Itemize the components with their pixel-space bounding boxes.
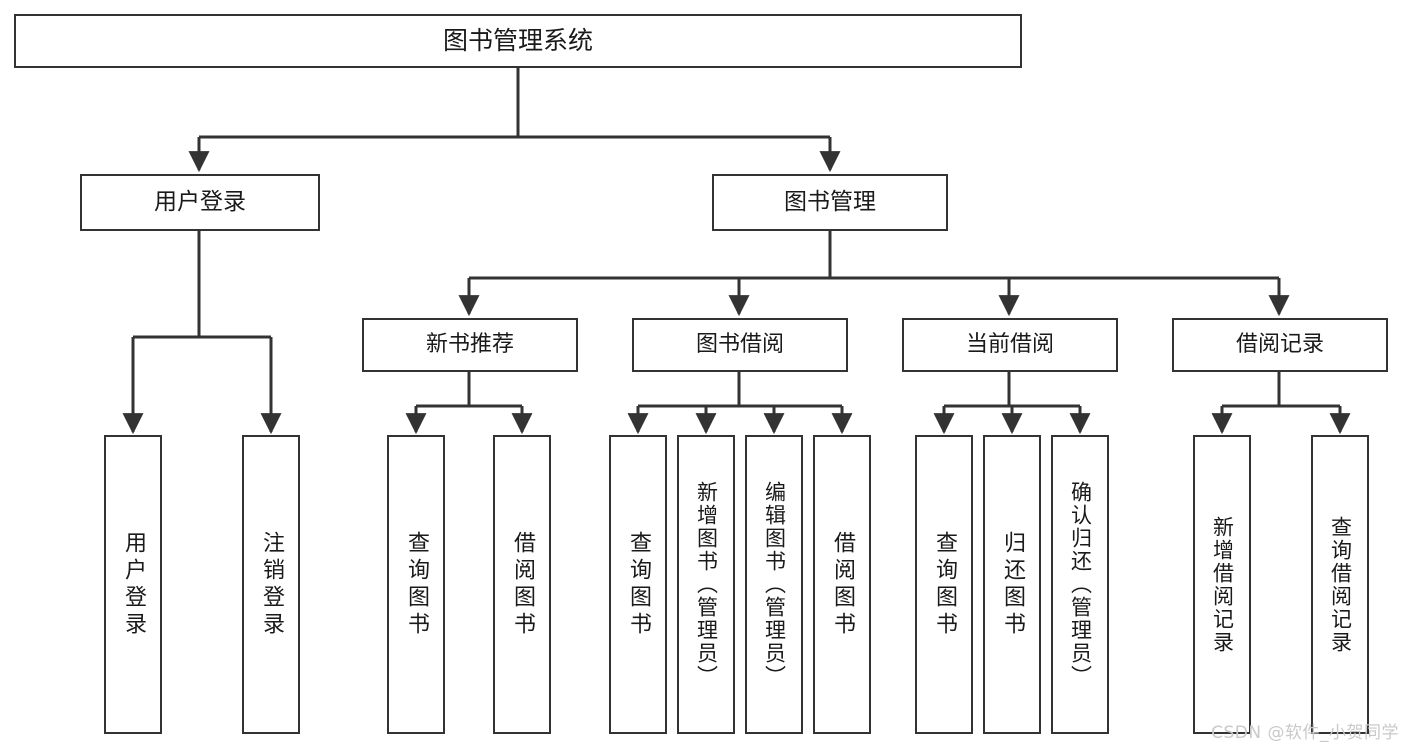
csdn-watermark: CSDN @软件_小贺同学 — [1211, 723, 1399, 743]
node-label: 查询图书 — [626, 530, 651, 639]
leaf-query-book-current[interactable]: 查询图书 — [915, 435, 973, 734]
node-borrow-record[interactable]: 借阅记录 — [1172, 318, 1388, 372]
node-user-login[interactable]: 用户登录 — [80, 174, 320, 231]
leaf-add-borrow-record[interactable]: 新增借阅记录 — [1193, 435, 1251, 734]
leaf-query-borrow-record[interactable]: 查询借阅记录 — [1311, 435, 1369, 734]
node-label: 新增借阅记录 — [1210, 515, 1235, 654]
leaf-borrow-book[interactable]: 借阅图书 — [813, 435, 871, 734]
node-label: 新书推荐 — [425, 332, 514, 358]
leaf-query-book-recommend[interactable]: 查询图书 — [387, 435, 445, 734]
leaf-edit-book-admin[interactable]: 编辑图书（管理员） — [745, 435, 803, 734]
leaf-user-logout[interactable]: 注销登录 — [242, 435, 300, 734]
node-book-borrow[interactable]: 图书借阅 — [632, 318, 848, 372]
node-label: 借阅图书 — [510, 530, 535, 639]
node-new-book-recommend[interactable]: 新书推荐 — [362, 318, 578, 372]
node-current-borrow[interactable]: 当前借阅 — [902, 318, 1118, 372]
leaf-borrow-book-recommend[interactable]: 借阅图书 — [493, 435, 551, 734]
node-label: 用户登录 — [154, 188, 246, 215]
node-label: 查询图书 — [932, 530, 957, 639]
node-label: 借阅图书 — [830, 530, 855, 639]
leaf-query-book-borrow[interactable]: 查询图书 — [609, 435, 667, 734]
node-label: 图书管理系统 — [442, 26, 593, 56]
node-label: 当前借阅 — [965, 332, 1054, 358]
node-label: 注销登录 — [259, 530, 284, 639]
leaf-return-book[interactable]: 归还图书 — [983, 435, 1041, 734]
leaf-confirm-return-admin[interactable]: 确认归还（管理员） — [1051, 435, 1109, 734]
node-label: 查询图书 — [404, 530, 429, 639]
node-book-management[interactable]: 图书管理 — [712, 174, 948, 231]
node-label: 图书借阅 — [695, 332, 784, 358]
node-label: 编辑图书（管理员） — [762, 481, 787, 688]
node-label: 确认归还（管理员） — [1068, 481, 1093, 688]
leaf-add-book-admin[interactable]: 新增图书（管理员） — [677, 435, 735, 734]
node-label: 用户登录 — [121, 530, 146, 639]
leaf-user-login[interactable]: 用户登录 — [104, 435, 162, 734]
node-label: 图书管理 — [784, 188, 876, 215]
node-root-system[interactable]: 图书管理系统 — [14, 14, 1022, 68]
node-label: 查询借阅记录 — [1328, 515, 1353, 654]
node-label: 归还图书 — [1000, 530, 1025, 639]
node-label: 借阅记录 — [1235, 332, 1324, 358]
node-label: 新增图书（管理员） — [694, 481, 719, 688]
